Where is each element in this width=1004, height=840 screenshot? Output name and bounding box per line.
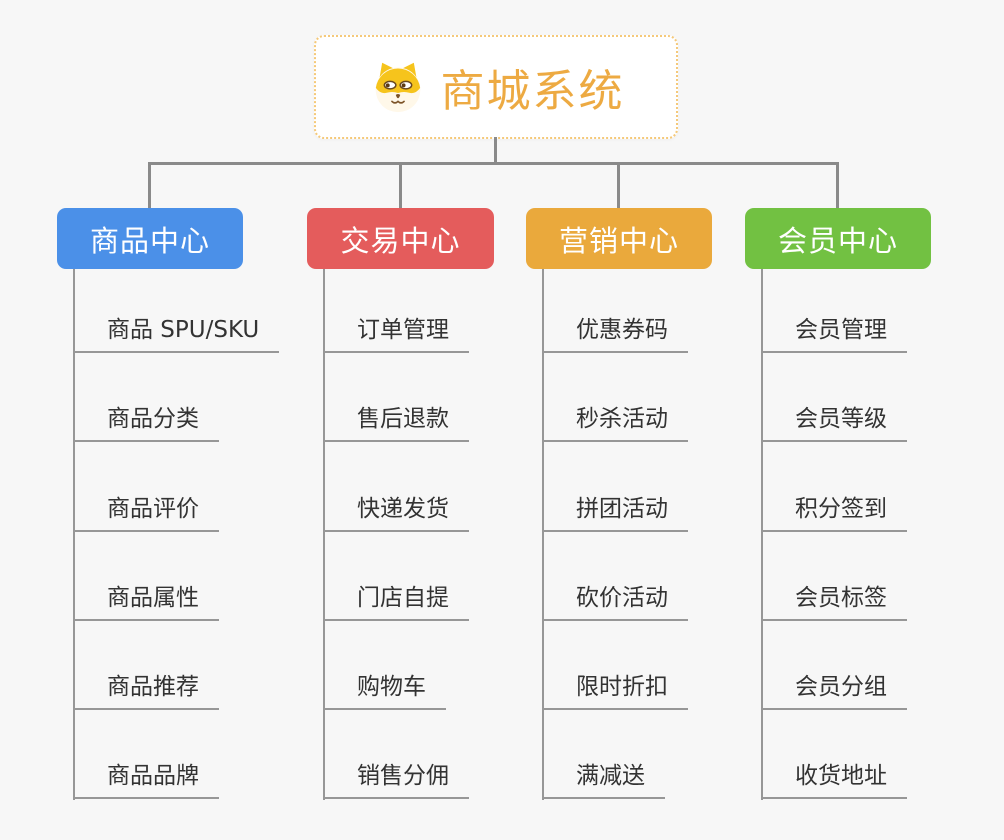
subtree-spine (73, 269, 75, 800)
connector-drop-trade (399, 162, 402, 209)
list-item: 优惠券码 (542, 264, 688, 354)
branch-box-products[interactable]: 商品中心 (57, 208, 243, 269)
subtopic-shopping-cart[interactable]: 购物车 (323, 667, 446, 710)
connector-drop-members (836, 162, 839, 209)
subtopic-coupon-code[interactable]: 优惠券码 (542, 310, 688, 354)
subtopic-member-level[interactable]: 会员等级 (761, 399, 907, 443)
branch-label: 交易中心 (340, 223, 461, 258)
subtree-products: 商品 SPU/SKU 商品分类 商品评价 商品属性 商品推荐 商品品牌 (73, 264, 280, 800)
subtopic-member-tags[interactable]: 会员标签 (761, 578, 907, 621)
subtopic-store-pickup[interactable]: 门店自提 (323, 578, 469, 621)
list-item: 限时折扣 (542, 621, 688, 710)
list-item: 购物车 (323, 621, 469, 710)
subtopic-full-reduction[interactable]: 满减送 (542, 756, 665, 800)
list-item: 商品推荐 (73, 621, 279, 710)
dog-face-icon (368, 60, 428, 114)
list-item: 拼团活动 (542, 442, 688, 532)
list-item: 门店自提 (323, 532, 469, 621)
list-item: 会员标签 (761, 532, 907, 621)
subtopic-bargain-activity[interactable]: 砍价活动 (542, 578, 688, 621)
branch-label: 商品中心 (89, 223, 210, 258)
list-item: 商品属性 (73, 532, 279, 621)
subtree-trade: 订单管理 售后退款 快递发货 门店自提 购物车 销售分佣 (323, 264, 469, 800)
list-item: 商品 SPU/SKU (73, 264, 280, 354)
list-item: 积分签到 (761, 442, 907, 532)
subtopic-order-management[interactable]: 订单管理 (323, 310, 469, 354)
subtree-spine (542, 269, 544, 800)
list-item: 会员等级 (761, 353, 907, 443)
list-item: 售后退款 (323, 353, 469, 443)
subtopic-aftersale-refund[interactable]: 售后退款 (323, 399, 469, 443)
subtree-members: 会员管理 会员等级 积分签到 会员标签 会员分组 收货地址 (761, 264, 907, 800)
list-item: 商品分类 (73, 353, 279, 443)
subtopic-product-brand[interactable]: 商品品牌 (73, 756, 219, 800)
branch-label: 营销中心 (558, 223, 679, 258)
list-item: 砍价活动 (542, 532, 688, 621)
subtopic-product-recommend[interactable]: 商品推荐 (73, 667, 219, 710)
subtopic-limited-time-discount[interactable]: 限时折扣 (542, 667, 688, 710)
list-item: 会员管理 (761, 264, 907, 354)
list-item: 订单管理 (323, 264, 469, 354)
connector-root-stem (494, 137, 497, 164)
subtree-spine (761, 269, 763, 800)
subtree-spine (323, 269, 325, 800)
root-title: 商城系统 (440, 66, 625, 117)
root-node[interactable]: 商城系统 (314, 35, 678, 139)
subtopic-member-groups[interactable]: 会员分组 (761, 667, 907, 710)
branch-box-trade[interactable]: 交易中心 (307, 208, 494, 269)
subtree-marketing: 优惠券码 秒杀活动 拼团活动 砍价活动 限时折扣 满减送 (542, 264, 688, 800)
list-item: 满减送 (542, 710, 688, 800)
list-item: 快递发货 (323, 442, 469, 532)
branch-box-marketing[interactable]: 营销中心 (526, 208, 712, 269)
branch-label: 会员中心 (777, 223, 898, 258)
subtopic-product-review[interactable]: 商品评价 (73, 489, 219, 532)
subtopic-sales-commission[interactable]: 销售分佣 (323, 756, 469, 800)
subtopic-points-checkin[interactable]: 积分签到 (761, 489, 907, 532)
list-item: 销售分佣 (323, 710, 469, 800)
connector-drop-products (148, 162, 151, 209)
subtopic-express-delivery[interactable]: 快递发货 (323, 489, 469, 532)
subtopic-shipping-address[interactable]: 收货地址 (761, 756, 907, 800)
subtopic-group-buy[interactable]: 拼团活动 (542, 489, 688, 532)
subtopic-product-category[interactable]: 商品分类 (73, 399, 219, 443)
list-item: 商品品牌 (73, 710, 279, 800)
list-item: 商品评价 (73, 442, 279, 532)
subtopic-member-management[interactable]: 会员管理 (761, 310, 907, 354)
subtopic-flash-sale[interactable]: 秒杀活动 (542, 399, 688, 443)
connector-drop-marketing (617, 162, 620, 209)
list-item: 会员分组 (761, 621, 907, 710)
list-item: 秒杀活动 (542, 353, 688, 443)
list-item: 收货地址 (761, 710, 907, 800)
subtopic-product-attribute[interactable]: 商品属性 (73, 578, 219, 621)
subtopic-product-spu-sku[interactable]: 商品 SPU/SKU (73, 310, 280, 354)
connector-horizontal-bar (148, 162, 839, 165)
branch-box-members[interactable]: 会员中心 (745, 208, 931, 269)
